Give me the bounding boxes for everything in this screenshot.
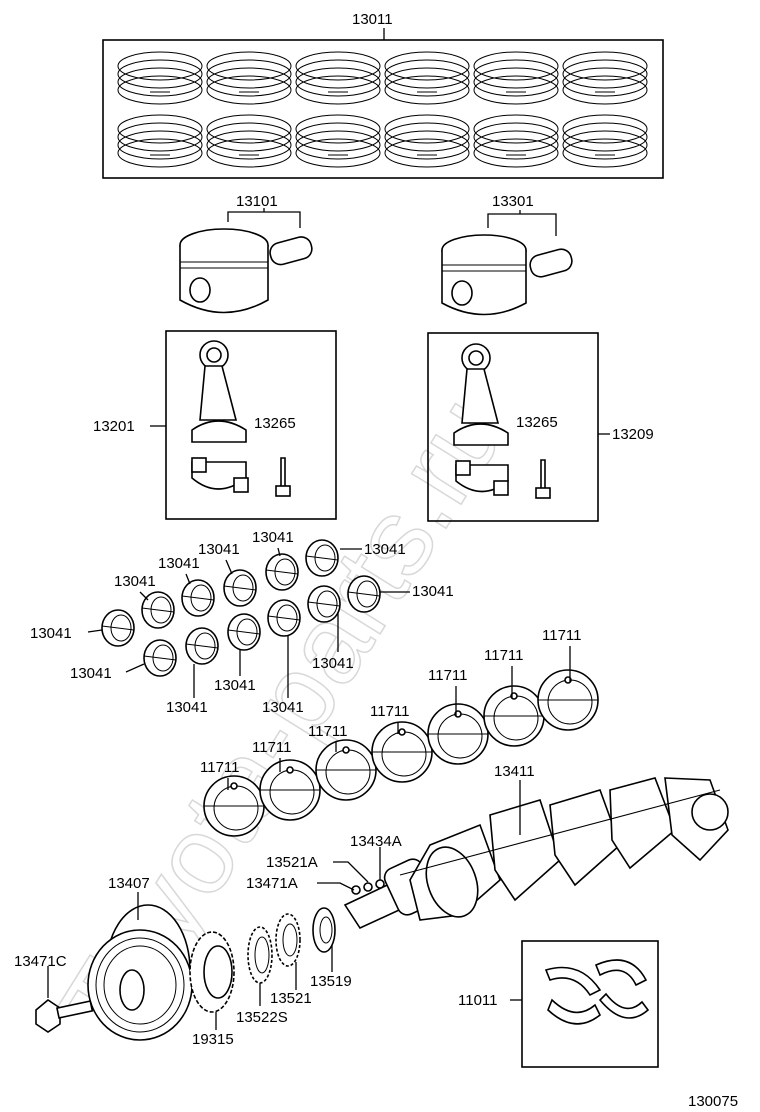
rod-box-left	[165, 330, 337, 520]
ring-set-box	[102, 39, 664, 179]
label-11711: 11711	[252, 739, 292, 756]
label-13522S: 13522S	[236, 1009, 288, 1026]
label-11711: 11711	[370, 703, 410, 720]
label-13471A: 13471A	[246, 875, 298, 892]
sensor-plate[interactable]	[247, 926, 273, 984]
main-bearing-shell	[483, 685, 545, 747]
label-13041: 13041	[158, 555, 200, 572]
main-bearing-shell	[371, 721, 433, 783]
piston-ring	[562, 51, 648, 105]
label-13041: 13041	[364, 541, 406, 558]
label-13411: 13411	[494, 763, 535, 780]
rod-bearing-shell	[141, 591, 175, 629]
piston-right[interactable]	[441, 234, 574, 316]
label-13041: 13041	[198, 541, 240, 558]
label-13407: 13407	[108, 875, 150, 892]
label-13521: 13521	[270, 990, 312, 1007]
pulley-bolt[interactable]	[35, 999, 94, 1033]
label-11711: 11711	[542, 627, 582, 644]
rod-bolt-right[interactable]	[535, 459, 551, 499]
piston-ring	[117, 114, 203, 168]
label-13041: 13041	[252, 529, 294, 546]
rod-bearings[interactable]	[101, 539, 381, 677]
rod-box-right	[427, 332, 599, 522]
thrust-washers[interactable]	[544, 959, 650, 1025]
piston-ring	[473, 51, 559, 105]
main-bearing-shell	[315, 739, 377, 801]
rod-bearing-shell	[227, 613, 261, 651]
crankshaft[interactable]	[343, 777, 729, 930]
label-13011: 13011	[352, 11, 393, 28]
piston-ring	[384, 114, 470, 168]
piston-ring	[562, 114, 648, 168]
crank-gear[interactable]	[275, 913, 301, 967]
crank-pulley[interactable]	[87, 904, 193, 1041]
label-19315: 19315	[192, 1031, 234, 1048]
piston-ring	[384, 51, 470, 105]
label-13434A: 13434A	[350, 833, 402, 850]
label-13301: 13301	[492, 193, 534, 210]
label-11711: 11711	[484, 647, 524, 664]
piston-left[interactable]	[179, 228, 314, 314]
label-13519: 13519	[310, 973, 352, 990]
main-bearing-shell	[427, 703, 489, 765]
rod-bearing-shell	[307, 585, 341, 623]
label-13041: 13041	[114, 573, 156, 590]
rod-bolt-left[interactable]	[275, 457, 291, 497]
label-13471C: 13471C	[14, 953, 67, 970]
main-bearing-shell	[203, 775, 265, 837]
label-13101: 13101	[236, 193, 278, 210]
rod-bearing-shell	[181, 579, 215, 617]
label-13201: 13201	[93, 418, 135, 435]
label-13265-left: 13265	[254, 415, 296, 432]
timing-gear[interactable]	[189, 931, 235, 1013]
label-13041: 13041	[312, 655, 354, 672]
label-13041: 13041	[30, 625, 72, 642]
label-11011: 11011	[458, 992, 498, 1009]
piston-ring	[295, 51, 381, 105]
rod-bearing-shell	[143, 639, 177, 677]
label-13521A: 13521A	[266, 854, 318, 871]
piston-ring-set[interactable]	[102, 39, 664, 179]
rod-bearing-shell	[265, 553, 299, 591]
label-13209: 13209	[612, 426, 654, 443]
main-bearings[interactable]	[203, 669, 599, 837]
piston-ring	[473, 114, 559, 168]
oil-slinger[interactable]	[312, 907, 336, 953]
label-13041: 13041	[214, 677, 256, 694]
diagram-number: 130075	[688, 1093, 738, 1110]
rod-bearing-shell	[347, 575, 381, 613]
label-13041: 13041	[70, 665, 112, 682]
main-bearing-shell	[537, 669, 599, 731]
label-13041: 13041	[262, 699, 304, 716]
connecting-rod-left[interactable]	[191, 340, 249, 493]
label-13041: 13041	[412, 583, 454, 600]
label-13041: 13041	[166, 699, 208, 716]
piston-ring	[206, 51, 292, 105]
label-11711: 11711	[428, 667, 468, 684]
main-bearing-shell	[259, 759, 321, 821]
piston-ring	[117, 51, 203, 105]
piston-ring	[295, 114, 381, 168]
thrust-washer-box	[521, 940, 659, 1068]
label-11711: 11711	[200, 759, 240, 776]
rod-bearing-shell	[223, 569, 257, 607]
label-13265-right: 13265	[516, 414, 558, 431]
rod-bearing-shell	[305, 539, 339, 577]
piston-ring	[206, 114, 292, 168]
rod-bearing-shell	[101, 609, 135, 647]
rod-bearing-shell	[185, 627, 219, 665]
rod-bearing-shell	[267, 599, 301, 637]
connecting-rod-right[interactable]	[453, 343, 509, 496]
label-11711: 11711	[308, 723, 348, 740]
